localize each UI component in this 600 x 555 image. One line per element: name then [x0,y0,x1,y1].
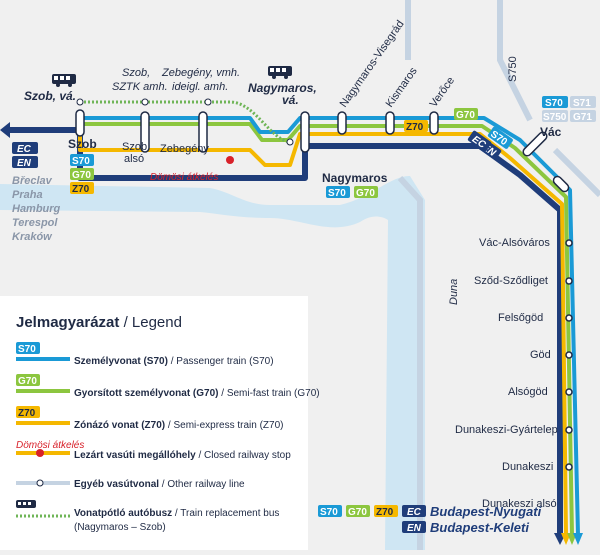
svg-text:Praha: Praha [12,189,43,201]
svg-text:EN: EN [407,523,422,534]
station-alsogod: Alsógöd [508,386,548,398]
svg-text:G71: G71 [573,112,592,123]
svg-text:(Nagymaros – Szob): (Nagymaros – Szob) [74,522,166,533]
danube-river: Duna [0,175,460,550]
bus-stop-zebegeny-2: ideigl. amh. [172,81,228,93]
station-szob-also-2: alsó [124,153,144,165]
svg-text:S750: S750 [543,112,567,123]
svg-text:S70: S70 [320,507,338,518]
svg-text:Zónázó vonat (Z70) / Semi-expr: Zónázó vonat (Z70) / Semi-express train … [74,420,284,431]
river-label: Duna [448,279,460,305]
station-dunakeszi-gyartelep: Dunakeszi-Gyártelep [455,424,558,436]
bus-stop-szob-va: Szob, vá. [24,89,76,103]
closed-stop-label: Dömösi átkelés [150,172,218,183]
svg-text:G70: G70 [72,170,91,181]
badges-west: EC EN S70 G70 Z70 [12,142,94,195]
closed-stop-domos: Dömösi átkelés [150,156,234,183]
svg-text:S71: S71 [573,98,591,109]
svg-text:Z70: Z70 [406,122,424,133]
legend-item-other: Egyéb vasútvonal / Other railway line [16,479,245,490]
legend-title: Jelmagyarázat / Legend [16,314,182,331]
svg-text:EC: EC [407,507,422,518]
bus-stop-szob-sztk-2: SZTK amh. [112,81,168,93]
station-vac-alsovaros: Vác-Alsóváros [479,237,550,249]
svg-text:G70: G70 [356,188,375,199]
bus-stop-nagymaros-2: vá. [282,93,299,107]
badges-vac: S70 S71 S750 G71 [542,96,596,123]
legend-item-z70: Z70 Zónázó vonat (Z70) / Semi-express tr… [16,406,284,431]
svg-text:Z70: Z70 [376,507,394,518]
station-vac: Vác [540,125,562,139]
station-markers [75,109,573,471]
destination-badges: S70 G70 Z70 EC EN Budapest-Nyugati Budap… [318,504,542,535]
bus-stop-nagymaros-1: Nagymaros, [248,81,317,95]
arrow-west [0,122,10,138]
svg-text:Kraków: Kraków [12,231,53,243]
station-szob: Szob [68,137,97,151]
svg-text:G70: G70 [18,376,37,387]
svg-text:Hamburg: Hamburg [12,203,61,215]
other-railway-lines: S750 [397,0,600,550]
station-szod: Sződ-Sződliget [474,275,548,287]
bus-icon [268,66,292,79]
svg-text:G70: G70 [348,507,367,518]
station-dunakeszi-also: Dunakeszi alsó [482,498,557,510]
svg-text:Z70: Z70 [18,408,36,419]
svg-text:Gyorsított személyvonat (G70): Gyorsított személyvonat (G70) / Semi-fas… [74,388,320,399]
svg-text:S70: S70 [72,156,90,167]
station-nagymaros: Nagymaros [322,171,388,185]
badges-nagymaros: S70 G70 [326,186,378,199]
bus-stop-szob-sztk-1: Szob, [122,67,150,79]
svg-text:Z70: Z70 [72,184,90,195]
badge-s70: S70 [70,154,94,167]
badge-g70: G70 [70,168,94,181]
legend-item-g70: G70 Gyorsított személyvonat (G70) / Semi… [16,374,320,399]
station-god: Göd [530,349,551,361]
dest-nyugati: Budapest-Nyugati [430,504,542,519]
g70-line [80,122,574,536]
station-zebegeny: Zebegény [160,143,209,155]
svg-text:Terespol: Terespol [12,217,58,229]
station-dunakeszi: Dunakeszi [502,461,553,473]
svg-text:Dömösi átkelés: Dömösi átkelés [16,440,84,451]
arrows-south [554,533,583,545]
svg-text:Egyéb vasútvonal / Other railw: Egyéb vasútvonal / Other railway line [74,479,245,490]
bus-icon [52,74,76,87]
legend-item-bus: Vonatpótló autóbusz / Train replacement … [16,500,279,533]
bus-replacement-line: Szob, vá. Szob, SZTK amh. Zebegény, vmh.… [24,66,317,146]
svg-text:Břeclav: Břeclav [12,175,53,187]
svg-text:S70: S70 [18,344,36,355]
svg-text:EC: EC [17,144,32,155]
international-destinations: Břeclav Praha Hamburg Terespol Kraków [12,175,61,243]
main-line [0,116,580,536]
svg-text:S70: S70 [328,188,346,199]
dest-keleti: Budapest-Keleti [430,520,529,535]
svg-text:Személyvonat (S70) / Passenger: Személyvonat (S70) / Passenger train (S7… [74,356,274,367]
z70-line [78,130,568,536]
badge-en: EN [12,156,38,169]
svg-text:G70: G70 [456,110,475,121]
svg-text:S70: S70 [545,98,563,109]
badge-z70: Z70 [70,182,94,195]
station-felsogod: Felsőgöd [498,312,543,324]
svg-text:EN: EN [17,158,32,169]
svg-text:Vonatpótló autóbusz / Train re: Vonatpótló autóbusz / Train replacement … [74,508,279,519]
bus-stop-zebegeny-1: Zebegény, vmh. [161,67,240,79]
station-kismaros: Kismaros [384,65,420,110]
svg-text:Lezárt vasúti megállóhely / Cl: Lezárt vasúti megállóhely / Closed railw… [74,450,291,461]
badges-line: Z70 G70 S70 EN EC [404,108,513,160]
legend-item-s70: S70 Személyvonat (S70) / Passenger train… [16,342,274,367]
badge-ec: EC [12,142,38,155]
legend-panel: Jelmagyarázat / Legend S70 Személyvonat … [0,296,320,550]
station-veroce: Verőce [428,75,457,110]
legend-item-closed: Dömösi átkelés Lezárt vasúti megállóhely… [16,440,291,461]
station-szob-also-1: Szob [122,141,147,153]
line-s750-label: S750 [507,56,519,82]
s70-line [80,116,580,536]
